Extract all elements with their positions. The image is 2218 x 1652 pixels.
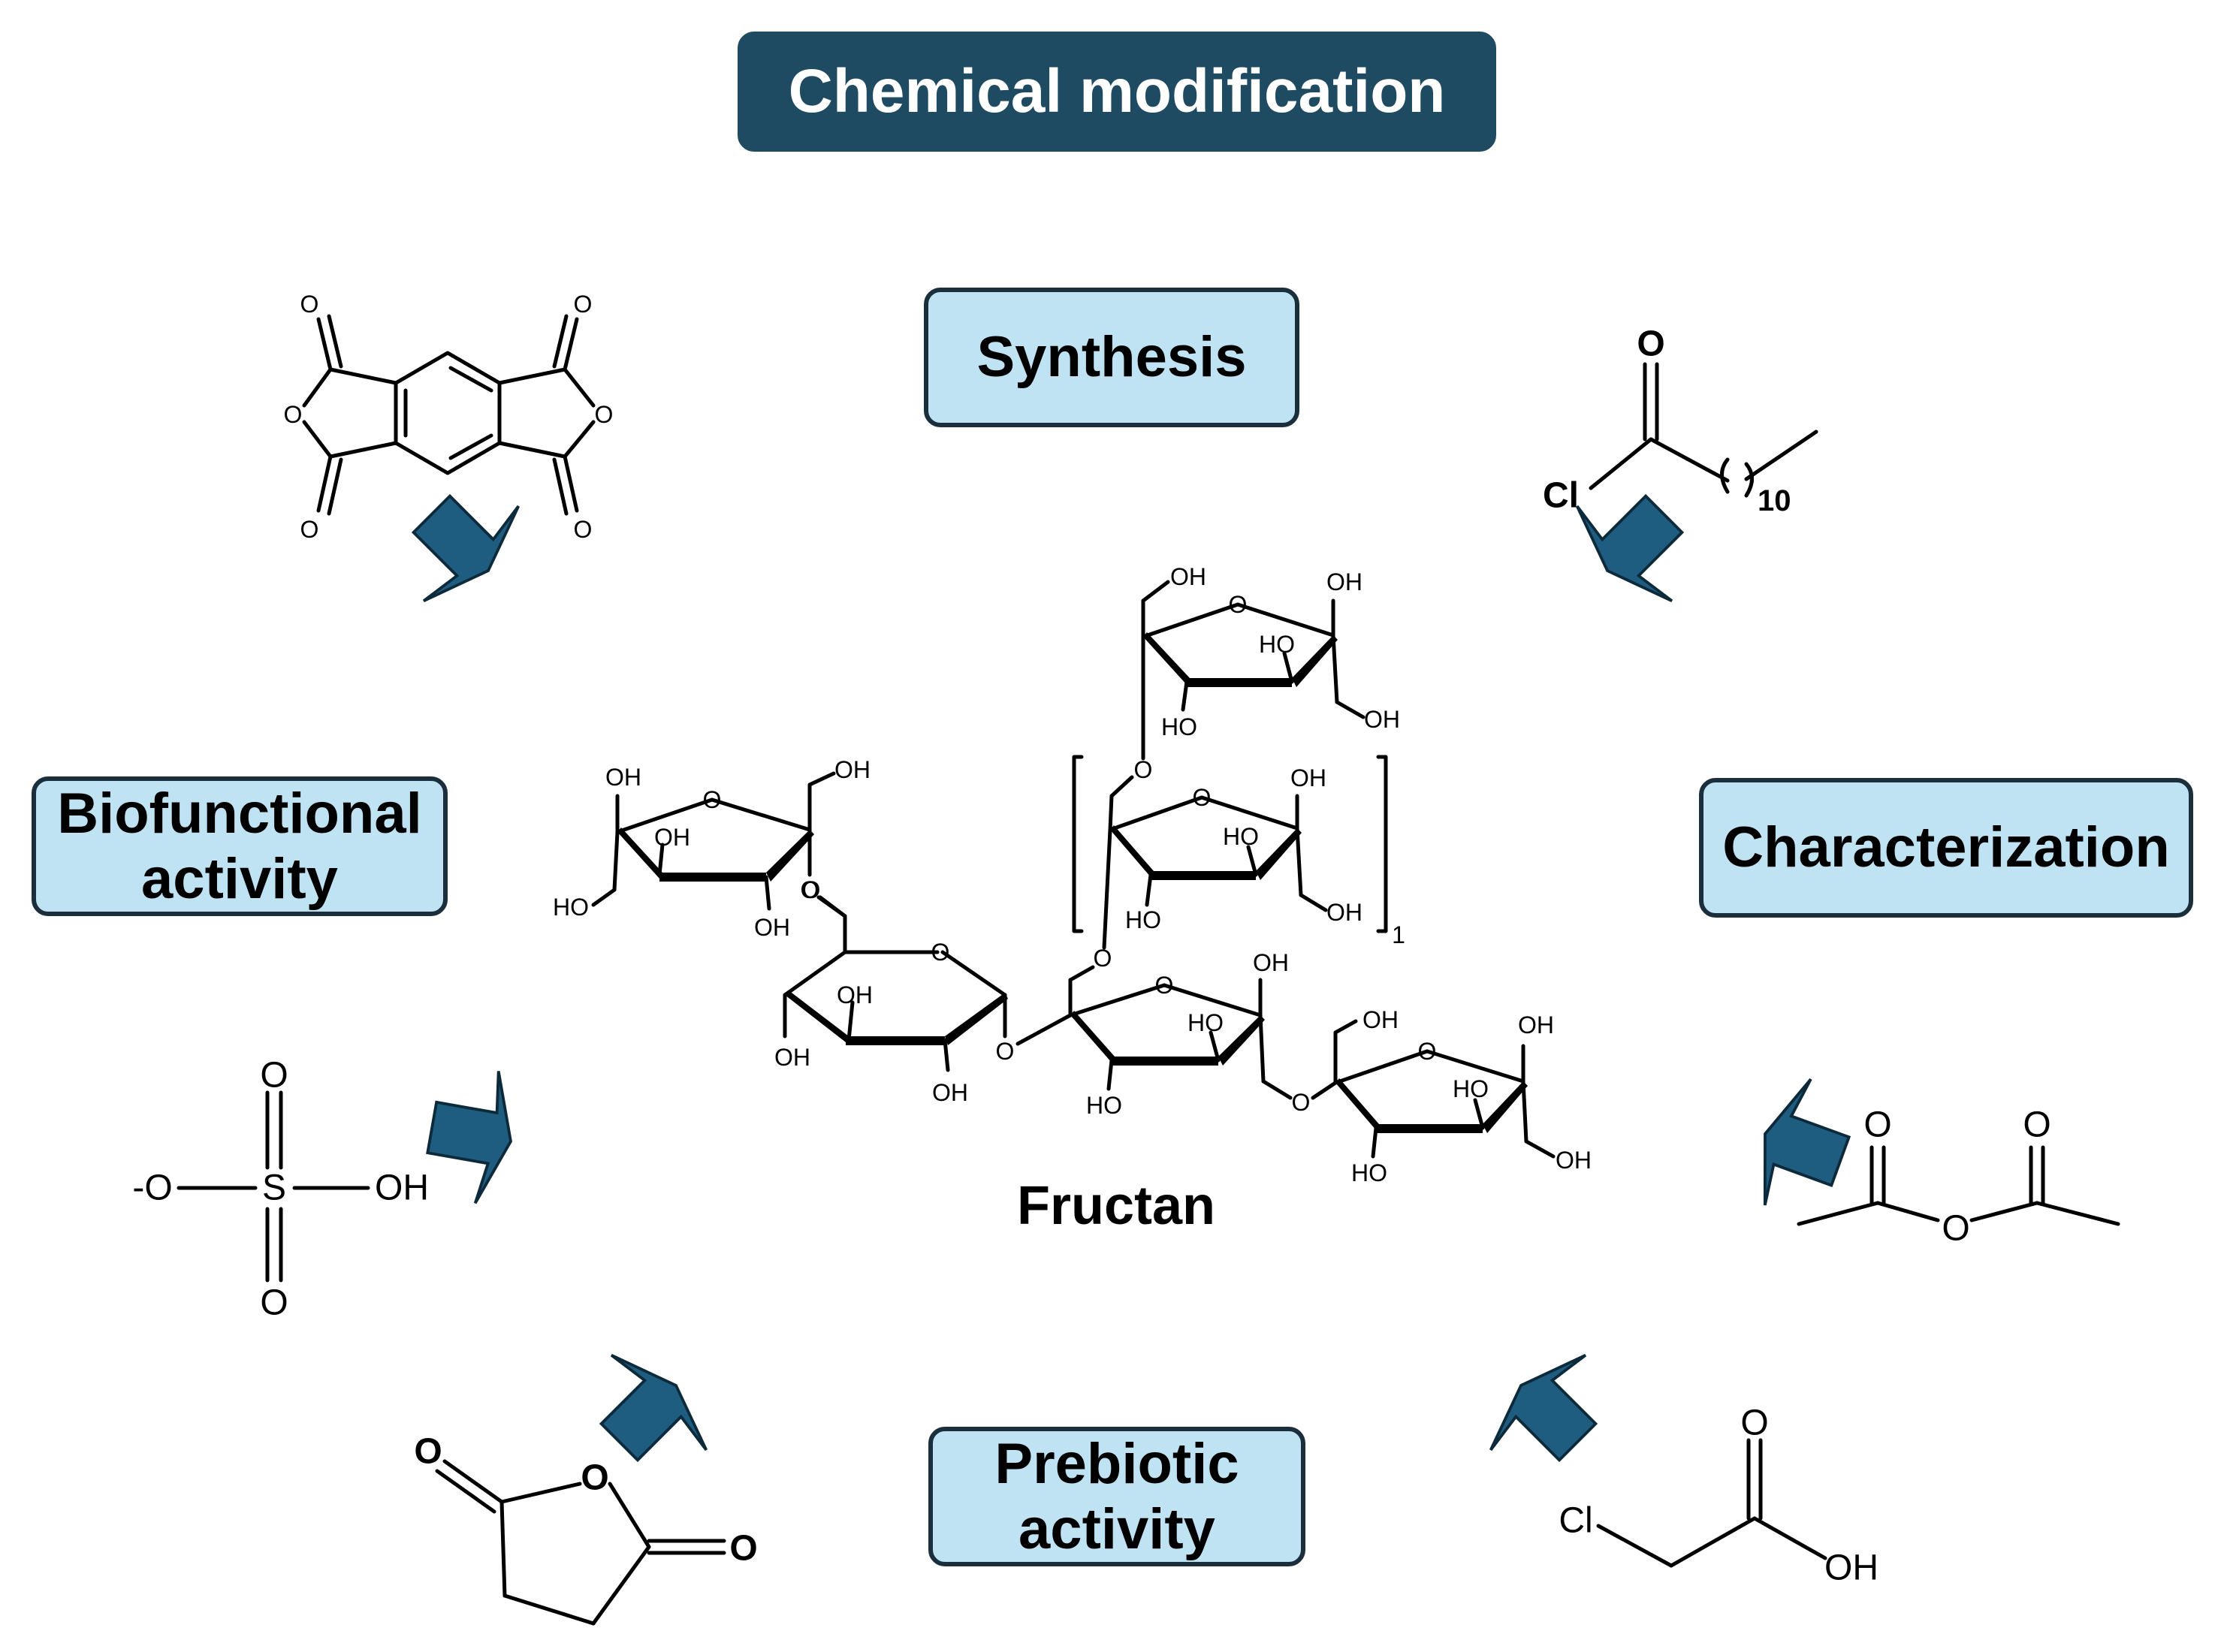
atom-o: O — [1292, 1089, 1311, 1116]
biofunctional-label-line2: activity — [141, 847, 338, 911]
atom-o: O — [703, 786, 722, 813]
atom-ho: HO — [1125, 906, 1161, 933]
fructofuranose-ring-top: OH O OH HO HO OH — [1141, 563, 1400, 761]
atom-oh: OH — [654, 824, 690, 851]
fructan-label: Fructan — [1017, 1176, 1215, 1236]
atom-o: O — [260, 1056, 288, 1096]
atom-oh: OH — [1364, 706, 1400, 733]
lauroyl-chloride-structure: O Cl 10 — [1543, 324, 1818, 517]
biofunctional-box: Biofunctional activity — [32, 776, 448, 916]
atom-oh: OH — [834, 756, 871, 783]
title-text: Chemical modification — [788, 56, 1446, 125]
prebiotic-box: Prebiotic activity — [928, 1427, 1305, 1566]
arrow-to-bottom-right — [1471, 1336, 1627, 1491]
bracket-left — [1072, 755, 1084, 933]
atom-o: O — [1942, 1209, 1969, 1249]
atom-o: O — [802, 876, 821, 903]
atom-o: O — [1418, 1038, 1437, 1065]
atom-o: O — [284, 401, 303, 428]
atom-o: O — [260, 1283, 288, 1323]
atom-o: O — [1740, 1403, 1768, 1443]
sulfate-structure: -O S OH O O — [132, 1056, 429, 1323]
atom-oh: OH — [1170, 563, 1206, 590]
arrow-to-mid-left — [418, 1060, 524, 1209]
atom-oh: OH — [1253, 949, 1289, 976]
subscript-1: 1 — [1392, 921, 1405, 948]
atom-oh: OH — [932, 1079, 968, 1106]
atom-ho: HO — [1086, 1092, 1122, 1119]
title-banner: Chemical modification — [738, 32, 1496, 152]
atom-o: O — [574, 516, 593, 543]
atom-o: O — [1229, 591, 1248, 618]
atom-ho: HO — [1161, 713, 1197, 740]
atom-oh: OH — [1326, 899, 1362, 926]
atom-oh: OH — [837, 981, 873, 1008]
fructofuranose-ring-left: OH O OH OH HO OH — [553, 756, 871, 941]
atom-cl: Cl — [1559, 1501, 1592, 1541]
atom-o: O — [1637, 324, 1664, 364]
synthesis-box: Synthesis — [924, 288, 1299, 427]
atom-o: O — [2023, 1105, 2051, 1145]
atom-ho: HO — [1259, 631, 1295, 658]
atom-ho: HO — [1453, 1075, 1489, 1102]
synthesis-label: Synthesis — [976, 325, 1247, 390]
atom-oh: OH — [1556, 1147, 1592, 1174]
pyromellitic-dianhydride-structure: O O O O O O — [284, 291, 614, 543]
biofunctional-label-line1: Biofunctional — [57, 781, 422, 846]
subscript-10: 10 — [1758, 484, 1791, 517]
atom-ho: HO — [553, 894, 589, 921]
atom-oh: OH — [1290, 764, 1326, 791]
prebiotic-label-line1: Prebiotic — [994, 1431, 1239, 1496]
atom-oh: OH — [1362, 1006, 1399, 1033]
atom-o: O — [1094, 945, 1112, 972]
atom-oh: OH — [754, 914, 790, 941]
atom-o: O — [729, 1529, 757, 1569]
glucopyranose-ring: O OH OH OH — [774, 895, 1008, 1106]
atom-cl: Cl — [1543, 476, 1579, 516]
fructofuranose-ring-central: O OH HO HO — [1015, 949, 1293, 1119]
atom-o: O — [574, 291, 593, 318]
acetic-anhydride-structure: O O O — [1797, 1105, 2120, 1249]
atom-oh: OH — [1824, 1548, 1879, 1588]
atom-o-minus: -O — [132, 1168, 172, 1208]
atom-ho: HO — [1187, 1009, 1224, 1036]
atom-o: O — [801, 876, 819, 903]
atom-o: O — [1863, 1105, 1891, 1145]
atom-o: O — [300, 291, 319, 318]
atom-o: O — [595, 401, 614, 428]
atom-o: O — [581, 1458, 608, 1498]
characterization-label: Characterization — [1722, 815, 2170, 880]
atom-oh: OH — [774, 1044, 810, 1071]
chloroacetic-acid-structure: Cl O OH — [1559, 1403, 1879, 1588]
atom-oh: OH — [605, 764, 641, 791]
fructofuranose-ring-right: O OH OH HO HO OH — [1311, 1006, 1592, 1186]
bracket-right — [1376, 755, 1388, 933]
arrow-to-mid-right — [1740, 1069, 1865, 1226]
atom-oh: OH — [1518, 1011, 1554, 1039]
atom-ho: HO — [1223, 823, 1259, 850]
characterization-box: Characterization — [1699, 778, 2193, 918]
arrow-to-top-right — [1558, 465, 1713, 620]
atom-o: O — [1193, 784, 1212, 811]
succinic-anhydride-structure: O O O — [414, 1432, 758, 1626]
fructan-structure: OH O OH HO HO OH O 1 O OH HO — [553, 563, 1592, 1186]
atom-ho: HO — [1351, 1159, 1387, 1186]
atom-oh: OH — [375, 1168, 429, 1208]
atom-o: O — [1155, 972, 1174, 999]
fructofuranose-ring-repeat: O OH HO HO OH — [1102, 764, 1362, 950]
atom-o: O — [931, 939, 950, 966]
atom-o: O — [1134, 756, 1153, 783]
atom-o: O — [300, 516, 319, 543]
atom-o: O — [414, 1432, 442, 1472]
prebiotic-label-line2: activity — [1018, 1497, 1215, 1561]
arrow-to-top-left — [382, 465, 538, 620]
atom-oh: OH — [1326, 568, 1362, 595]
atom-s: S — [262, 1168, 286, 1208]
atom-o: O — [996, 1038, 1015, 1065]
